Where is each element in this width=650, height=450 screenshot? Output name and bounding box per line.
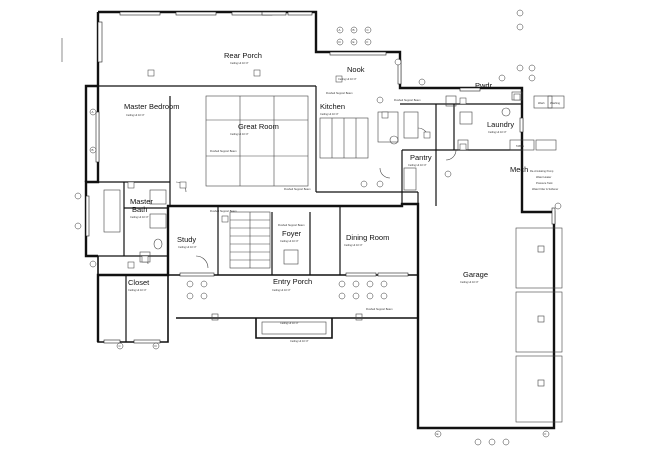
great-room-grid bbox=[205, 95, 309, 187]
elevation-tags bbox=[74, 9, 562, 446]
room-label-rear-porch: Rear Porch bbox=[224, 51, 262, 60]
note-ceiling: Ceiling Ht 10'-0" bbox=[230, 61, 249, 65]
room-label-study: Study bbox=[177, 235, 196, 244]
laundry-note-left: Wash bbox=[538, 101, 545, 105]
master-bath-line-2: Bath bbox=[132, 205, 147, 214]
note-ceiling: Ceiling Ht 10'-0" bbox=[272, 288, 291, 292]
window bbox=[261, 11, 287, 16]
mech-note-4: Water Filter & Softener bbox=[532, 187, 558, 191]
beam-note: Flushed Support Beam bbox=[210, 149, 237, 153]
beam-note: Flushed Support Beam bbox=[366, 307, 393, 311]
markers bbox=[127, 69, 521, 269]
window bbox=[287, 11, 313, 16]
note-ceiling: Ceiling Ht 10'-0" bbox=[320, 112, 339, 116]
tag-letter: A bbox=[92, 110, 94, 114]
window bbox=[119, 11, 161, 16]
tag-letter: C bbox=[367, 28, 370, 32]
note-ceiling: Ceiling Ht 10'-0" bbox=[126, 113, 145, 117]
window bbox=[179, 272, 215, 277]
tag-letter: B bbox=[353, 28, 355, 32]
tag-letters: A B C D E F A B C D E F bbox=[92, 28, 547, 436]
tag-letter: D bbox=[339, 40, 342, 44]
laundry-note-right: Washing bbox=[550, 101, 561, 105]
window bbox=[459, 87, 481, 92]
tag-letter: E bbox=[437, 432, 439, 436]
window bbox=[103, 339, 121, 344]
tag-letter: B bbox=[92, 148, 94, 152]
note-ceiling: Ceiling Ht 10'-0" bbox=[280, 239, 299, 243]
window bbox=[519, 117, 524, 133]
room-label-laundry: Laundry bbox=[487, 120, 514, 129]
window bbox=[345, 272, 377, 277]
note-ceiling: Ceiling Ht 10'-0" bbox=[460, 280, 479, 284]
beam-note: Flushed Support Beam bbox=[210, 209, 237, 213]
note-ceiling: Ceiling Ht 10'-0" bbox=[338, 77, 357, 81]
room-label-dining-room: Dining Room bbox=[346, 233, 389, 242]
note-ceiling: Ceiling Ht 10'-0" bbox=[488, 130, 507, 134]
entry-porch-box bbox=[211, 313, 363, 335]
window bbox=[133, 339, 161, 344]
note-ceiling: Ceiling Ht 10'-0" bbox=[128, 288, 147, 292]
windows bbox=[85, 11, 556, 344]
room-label-mech: Mech bbox=[510, 165, 528, 174]
bath-fixtures bbox=[103, 189, 167, 263]
tag-letter: A bbox=[339, 28, 341, 32]
room-label-entry-porch: Entry Porch bbox=[273, 277, 312, 286]
window bbox=[377, 272, 409, 277]
garage-slots bbox=[515, 227, 563, 423]
window bbox=[85, 195, 90, 237]
tag-letter: D bbox=[155, 344, 158, 348]
laundry-table-note: TABLE bbox=[516, 144, 524, 148]
foyer-door bbox=[283, 249, 299, 265]
mech-note-3: Pressure Tank bbox=[536, 181, 553, 185]
room-label-garage: Garage bbox=[463, 270, 488, 279]
interior-walls bbox=[98, 85, 522, 342]
room-label-master-bath: Master Bath bbox=[130, 197, 155, 214]
note-ceiling: Ceiling Ht 10'-0" bbox=[130, 215, 149, 219]
small-notes: Ceiling Ht 10'-0" Ceiling Ht 10'-0" Ceil… bbox=[126, 61, 561, 343]
room-label-great-room: Great Room bbox=[238, 122, 279, 131]
note-ceiling: Ceiling Ht 10'-0" bbox=[230, 132, 249, 136]
window bbox=[97, 21, 103, 63]
exterior-walls bbox=[84, 10, 556, 430]
mech-note-1: Re-circulating Pump bbox=[530, 169, 554, 173]
tag-letter: F bbox=[545, 432, 547, 436]
kitchen-cabinets bbox=[319, 111, 419, 191]
mech-note-2: Water Heater bbox=[536, 175, 551, 179]
room-label-closet: Closet bbox=[128, 278, 150, 287]
room-label-master-bedroom: Master Bedroom bbox=[124, 102, 179, 111]
master-bath-line-1: Master bbox=[130, 197, 153, 206]
note-ceiling: Ceiling Ht 10'-0" bbox=[344, 243, 363, 247]
room-label-pwdr: Pwdr bbox=[475, 81, 493, 90]
tag-letter: E bbox=[353, 40, 355, 44]
room-label-nook: Nook bbox=[347, 65, 365, 74]
window bbox=[95, 111, 100, 163]
room-labels: Rear Porch Nook Pwdr Master Bedroom Grea… bbox=[124, 51, 528, 287]
room-label-kitchen: Kitchen bbox=[320, 102, 345, 111]
room-label-pantry: Pantry bbox=[410, 153, 432, 162]
note-ceiling: Ceiling Ht 10'-0" bbox=[178, 245, 197, 249]
tag-letter: C bbox=[119, 344, 122, 348]
note-ceiling: Ceiling Ht 10'-0" bbox=[290, 339, 309, 343]
stairs bbox=[229, 211, 271, 269]
window bbox=[329, 51, 387, 56]
room-label-foyer: Foyer bbox=[282, 229, 302, 238]
beam-note: Flushed Support Beam bbox=[284, 187, 311, 191]
beam-note: Flushed Support Beam bbox=[278, 223, 305, 227]
beam-note: Flushed Support Beam bbox=[394, 98, 421, 102]
tag-letter: F bbox=[367, 40, 369, 44]
note-ceiling: Ceiling Ht 10'-0" bbox=[408, 163, 427, 167]
window bbox=[551, 207, 556, 225]
beam-note: Flushed Support Beam bbox=[326, 91, 353, 95]
note-ceiling: Ceiling Ht 10'-0" bbox=[280, 321, 299, 325]
window bbox=[175, 11, 217, 16]
laundry-fixtures bbox=[445, 91, 565, 151]
